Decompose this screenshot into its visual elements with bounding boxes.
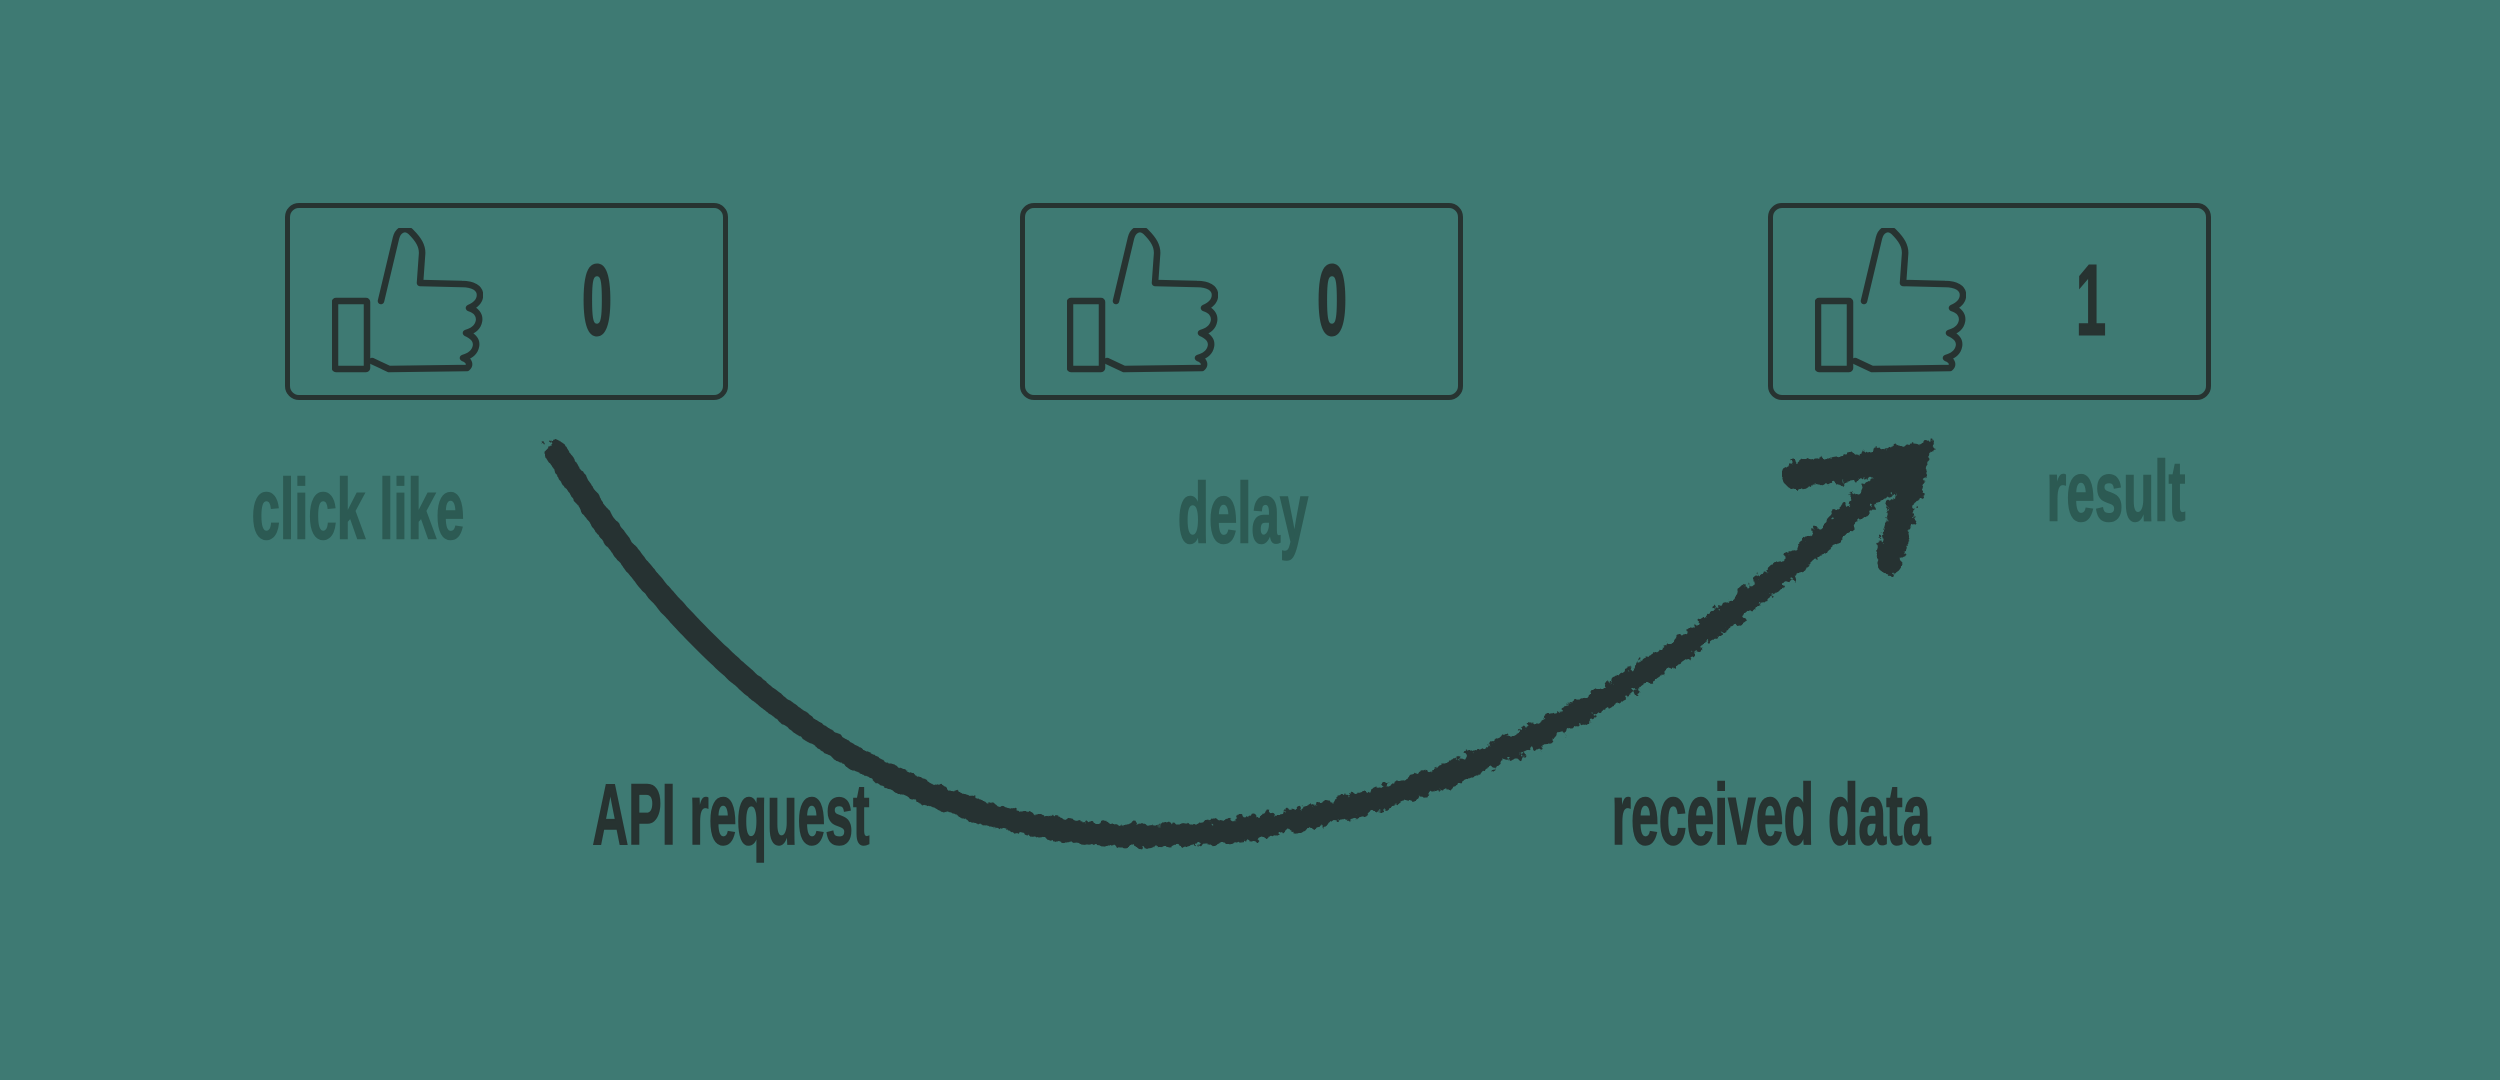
like-button-result[interactable]: 1 [1768, 203, 2211, 400]
like-count: 0 [581, 244, 613, 358]
step-label-click-like: click like [251, 462, 465, 558]
thumbs-up-icon [1815, 228, 1966, 373]
arrow-head [1782, 440, 1935, 574]
like-count: 0 [1316, 244, 1348, 358]
thumbs-up-icon [1067, 228, 1218, 373]
thumbs-up-icon [332, 228, 483, 373]
step-label-delay: delay [1177, 466, 1309, 562]
arrow-label-received-data: received data [1611, 767, 1931, 863]
like-button-click[interactable]: 0 [285, 203, 728, 400]
arrow-shaft [544, 440, 1910, 848]
arrow-label-api-request: API request [592, 767, 870, 863]
like-count: 1 [2075, 244, 2107, 358]
like-button-delay[interactable]: 0 [1020, 203, 1463, 400]
step-label-result: result [2046, 444, 2186, 540]
